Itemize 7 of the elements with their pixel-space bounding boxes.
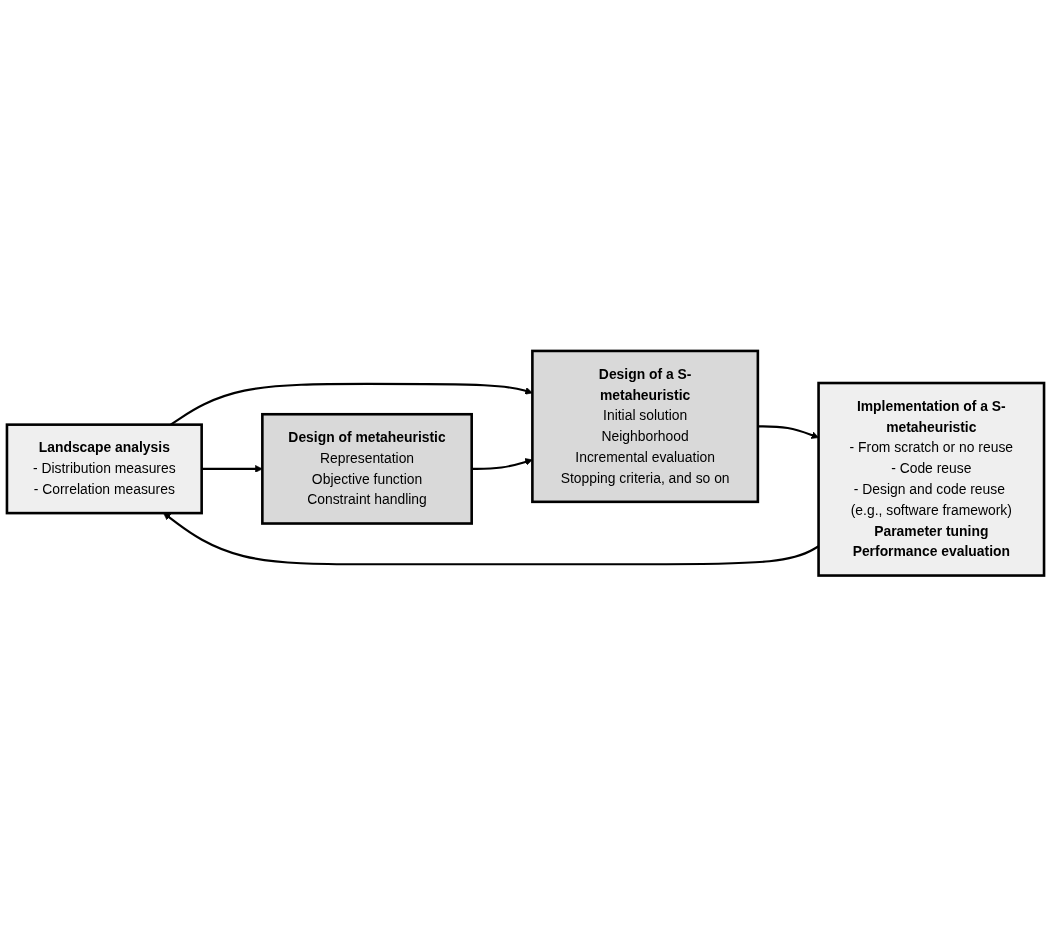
node-box: Landscape analysis - Distribution measures - Correlation measures <box>5 423 203 515</box>
node-box: Design of metaheuristic Representation Objective function Constraint handling <box>261 413 473 526</box>
arrow <box>757 425 819 440</box>
node-box: Implementation of a S-metaheuristic - From scratch or no reuse - Code reuse - Design and code reuse (e.g., software framework) Parameter tuning Performance evaluation <box>817 381 1046 578</box>
arrow <box>471 458 533 471</box>
arrow <box>201 465 263 473</box>
node-box: Design of a S-metaheuristic Initial solution Neighborhood Incremental evaluation Stopping criteria, and so on <box>531 349 760 504</box>
